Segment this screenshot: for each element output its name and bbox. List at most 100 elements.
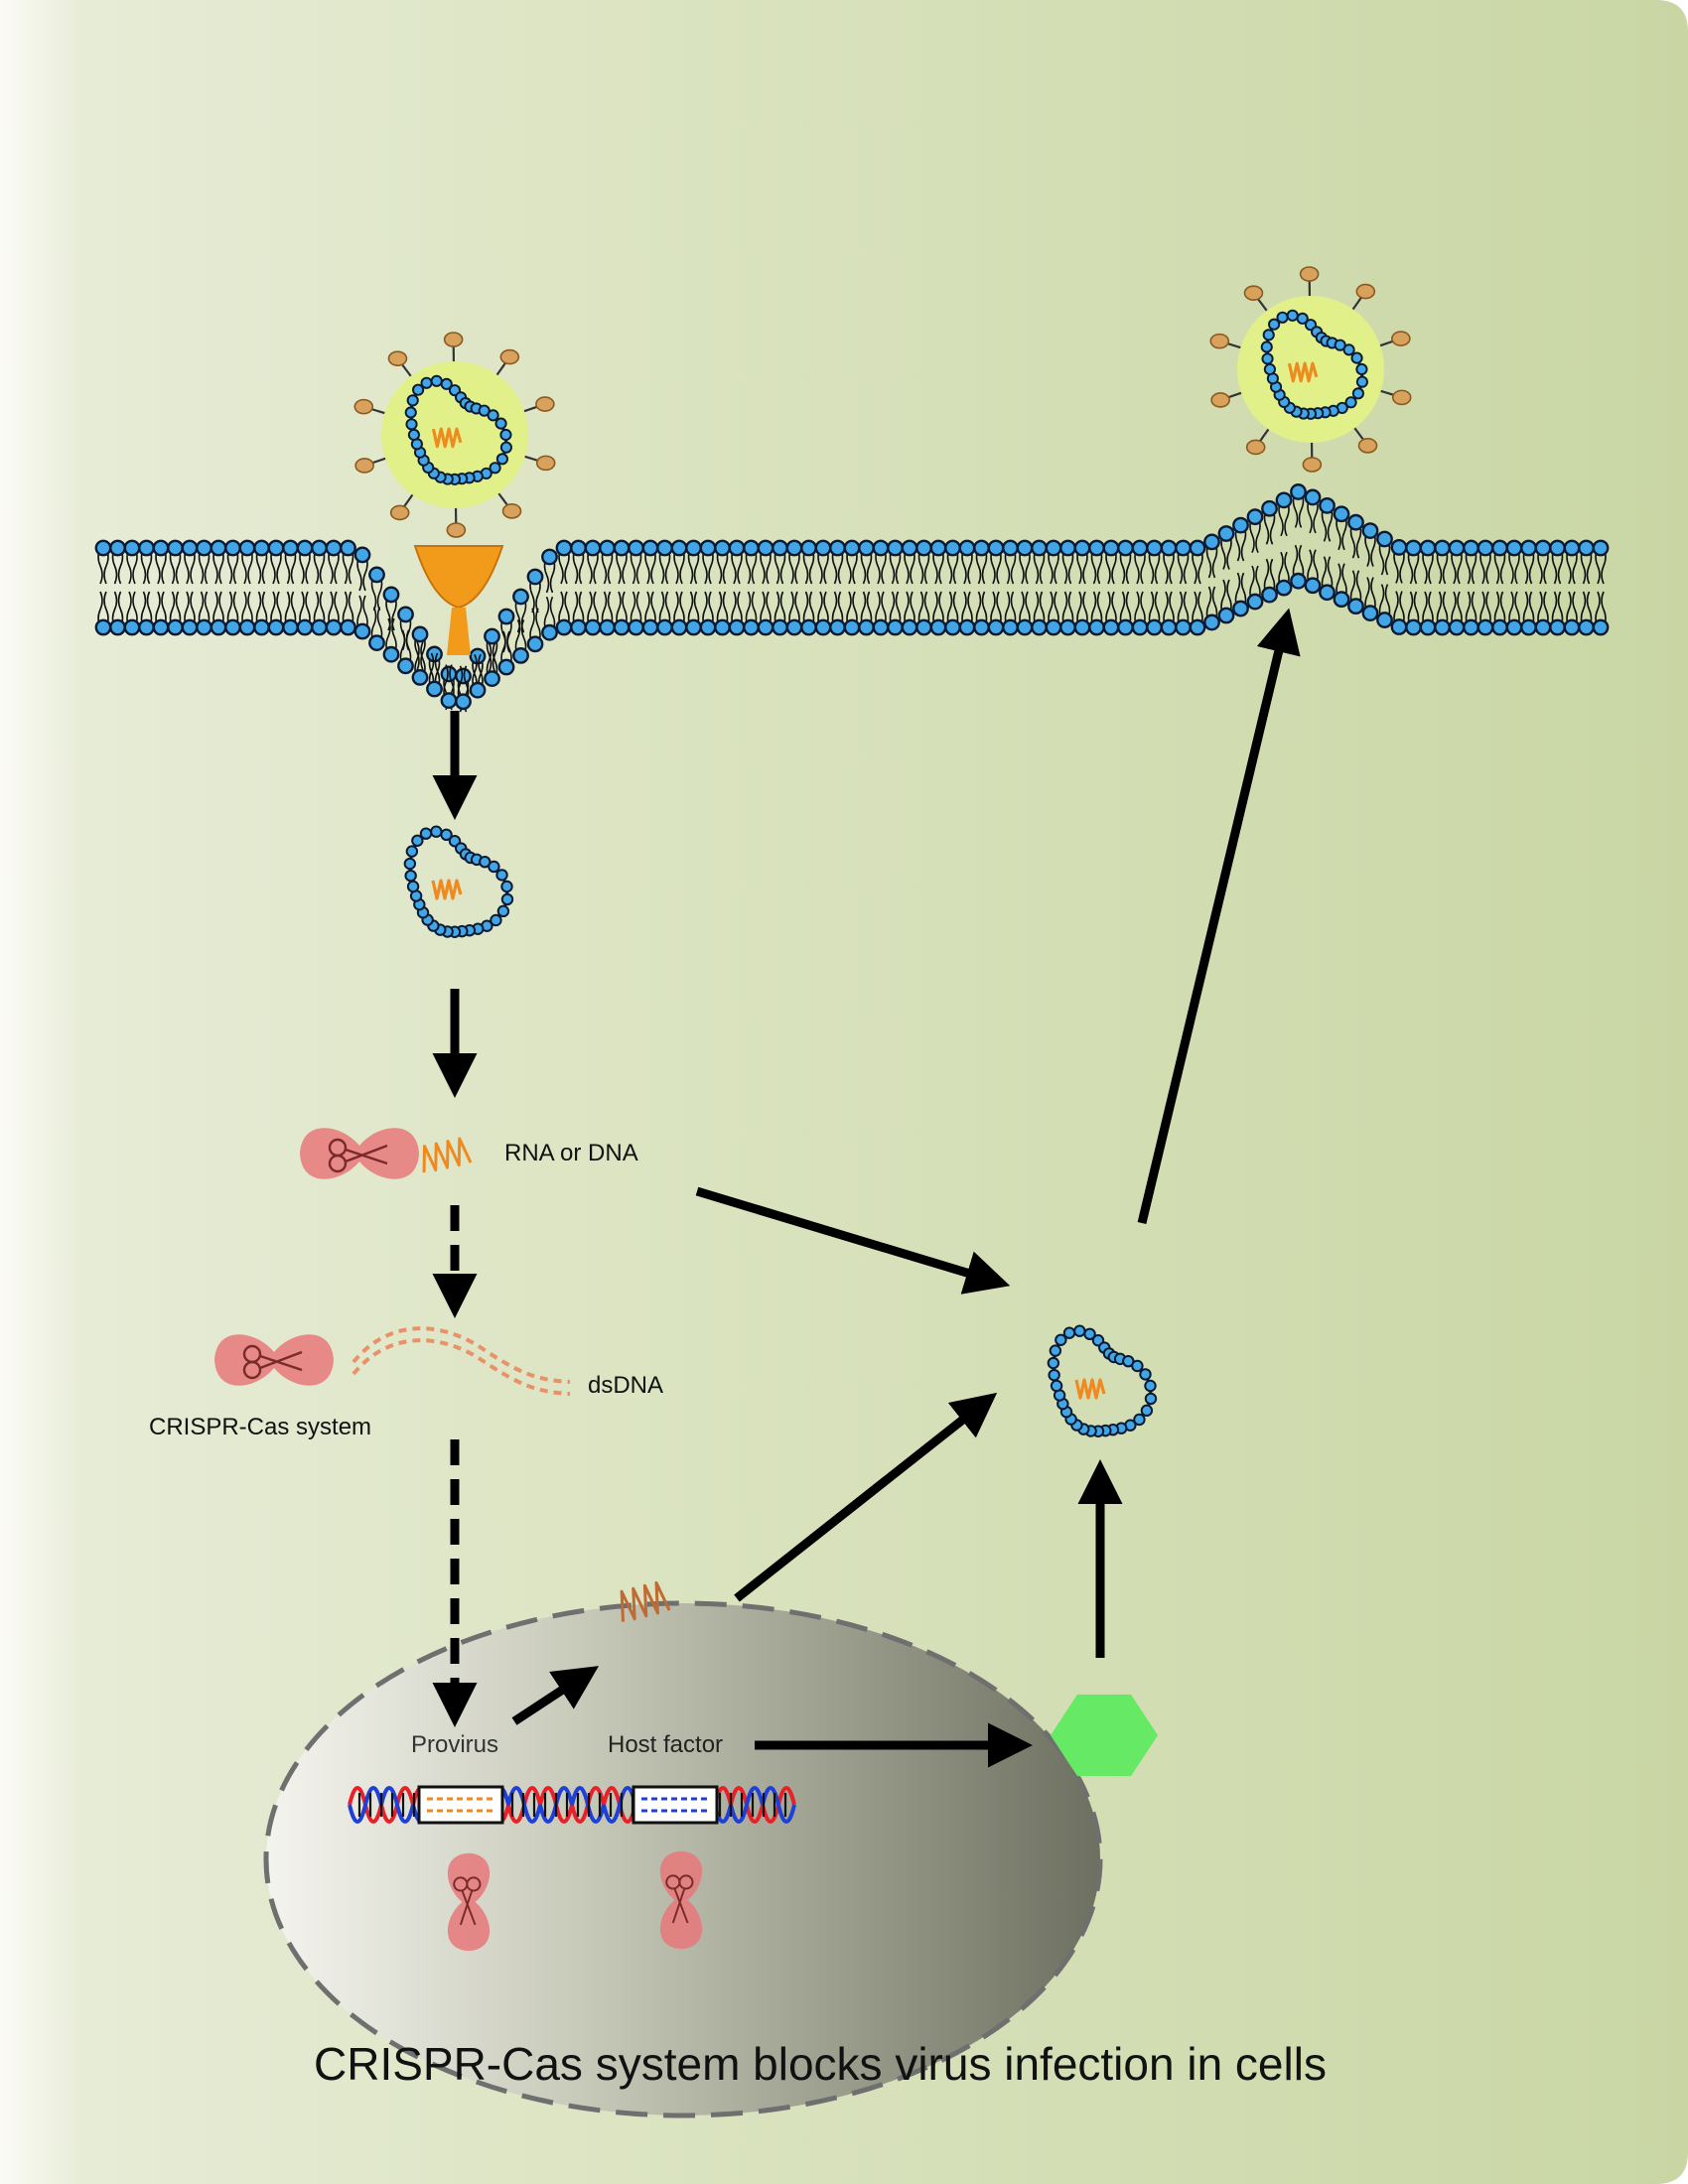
diagram-elements: [214, 1128, 1158, 1952]
capsid-bead: [1350, 351, 1363, 364]
lipid-head: [1290, 572, 1307, 590]
lipid-head: [1146, 618, 1163, 636]
capsid-bead: [1055, 1333, 1067, 1347]
lipid-head: [1059, 618, 1076, 636]
lipid-head: [1434, 618, 1451, 636]
capsid-bead: [403, 857, 417, 871]
inner-leaflet: [94, 544, 1610, 711]
lipid-head: [311, 618, 328, 636]
lipid-head: [196, 539, 212, 557]
capsid-bead: [499, 441, 512, 454]
virions: [353, 266, 1412, 1437]
capsid-bead: [406, 880, 420, 893]
lipid-head: [800, 618, 817, 636]
capsid-bead: [1139, 1368, 1152, 1381]
lipid-head: [1073, 618, 1091, 636]
lipid-head: [484, 627, 500, 645]
spike-head: [535, 396, 555, 412]
host-factor-insert: [632, 1785, 719, 1825]
lipid-head: [1376, 530, 1393, 548]
label-crispr-cas-system: CRISPR-Cas system: [149, 1414, 372, 1440]
lipid-head: [1059, 539, 1076, 557]
lipid-head: [512, 647, 529, 664]
lipid-head: [296, 618, 314, 636]
capsid-bead: [1344, 396, 1357, 409]
lipid-head: [282, 618, 299, 636]
lipid-head: [1505, 618, 1523, 636]
lipid-head: [1117, 618, 1134, 636]
lipid-head: [1592, 539, 1610, 557]
lipid-head: [670, 618, 688, 636]
lipid-head: [858, 539, 875, 557]
lipid-head: [181, 618, 199, 636]
lipid-head: [484, 670, 500, 687]
lipid-head: [1347, 598, 1364, 615]
capsid-bead: [1140, 1404, 1154, 1418]
capsid-bead: [1286, 309, 1299, 322]
lipid-head: [426, 645, 443, 663]
lipid-head: [455, 693, 472, 711]
lipid-head: [1304, 577, 1322, 595]
cas-protein-3: [447, 1852, 491, 1952]
capsid-bead: [500, 880, 513, 893]
capsid-bead: [1355, 362, 1368, 376]
lipid-head: [1549, 618, 1566, 636]
scissors-icon: [459, 1890, 477, 1926]
lipid-head: [181, 539, 199, 557]
lipid-head: [1002, 539, 1019, 557]
lipid-head: [210, 539, 227, 557]
lipid-head: [1390, 539, 1408, 556]
capsid-bead: [1073, 1324, 1086, 1337]
lipid-head: [541, 623, 558, 641]
lipid-head: [599, 618, 616, 636]
lipid-head: [1232, 516, 1249, 534]
capsid-bead: [1263, 362, 1276, 376]
lipid-head: [570, 539, 587, 557]
lipid-head: [929, 618, 947, 636]
lipid-head: [1520, 539, 1537, 557]
host-factor-protein: [1051, 1694, 1158, 1777]
viral-genome: [431, 879, 463, 900]
capsid-bead: [419, 827, 433, 840]
lipid-head: [1434, 539, 1451, 557]
label-provirus: Provirus: [411, 1731, 499, 1758]
lipid-head: [743, 539, 760, 557]
lipid-head: [526, 635, 544, 653]
viral-genome: [1287, 361, 1319, 383]
spike-head: [535, 455, 556, 472]
lipid-head: [397, 606, 414, 623]
lipid-head: [829, 618, 846, 636]
virus-capsid: [1260, 309, 1368, 420]
spike-head: [1391, 389, 1412, 406]
lipid-head: [915, 539, 932, 557]
lipid-head: [325, 618, 343, 636]
capsid-bead: [500, 892, 514, 906]
lipid-head: [94, 539, 112, 557]
lipid-head: [296, 539, 314, 557]
lipid-head: [138, 539, 155, 557]
lipid-head: [1419, 618, 1437, 636]
lipid-head: [685, 618, 702, 636]
lipid-head: [1232, 600, 1249, 617]
capsid-bead: [1048, 1368, 1060, 1382]
lipid-head: [1203, 614, 1220, 631]
lipid-head: [267, 618, 285, 636]
lipid-head: [1578, 539, 1595, 557]
lipid-head: [584, 618, 602, 636]
lipid-head: [1578, 618, 1595, 636]
uncoated-capsid: [403, 825, 514, 938]
arrow-provirus-to-rna: [511, 1666, 600, 1725]
capsid-bead: [430, 374, 443, 387]
spike-head: [1299, 266, 1320, 282]
lipid-head: [1563, 618, 1581, 636]
viral-rna: [422, 1137, 473, 1173]
lipid-head: [440, 692, 458, 709]
label-dsdna: dsDNA: [588, 1372, 664, 1399]
capsid-bead: [1342, 343, 1355, 356]
lipid-head: [1563, 539, 1581, 557]
budding-virion: [1209, 266, 1412, 473]
capsid-bead: [1261, 352, 1274, 365]
lipid-head: [1246, 508, 1264, 526]
lipid-head: [325, 539, 343, 557]
lipid-head: [584, 539, 602, 557]
